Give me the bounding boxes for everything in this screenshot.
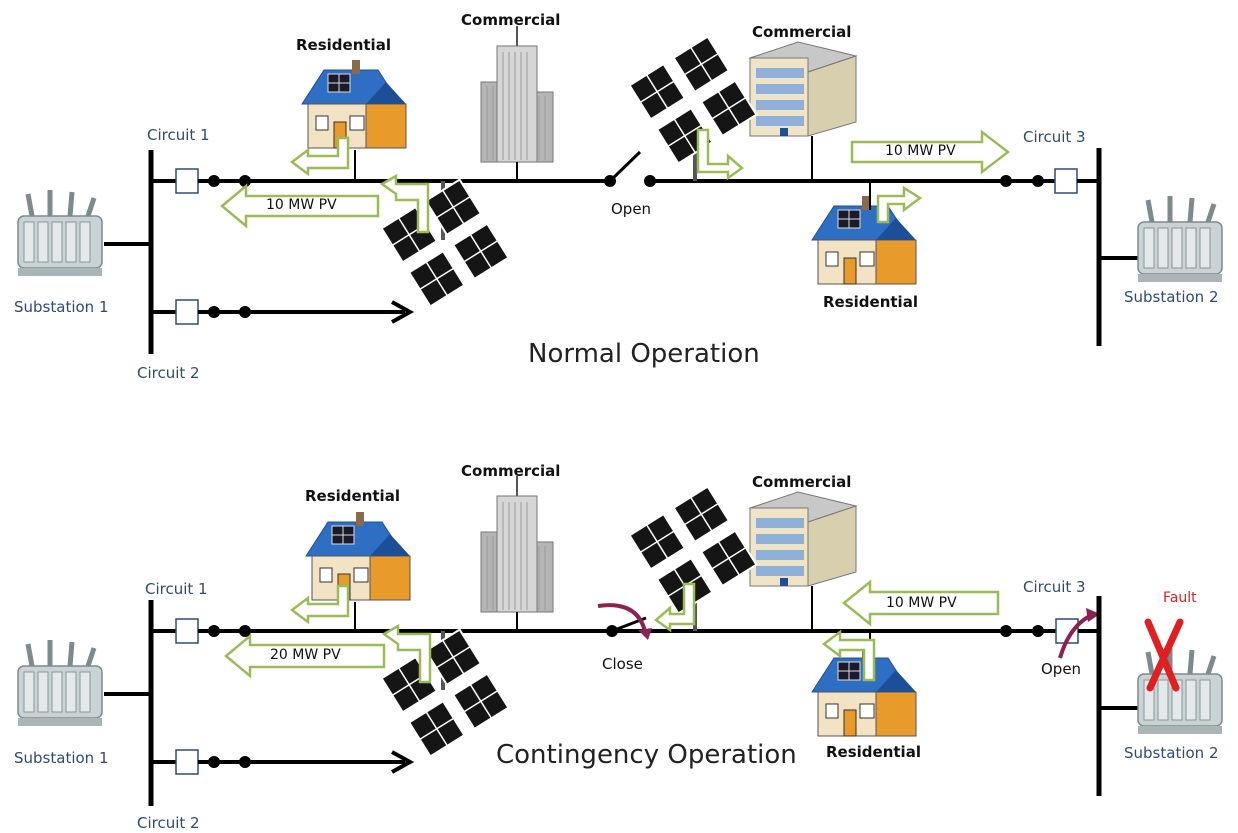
label-commercial: Commercial [752,23,852,41]
label-switch-state: Close [602,655,643,673]
flow-to-house-arrow [289,584,350,625]
pv-injection-arrow [653,582,696,633]
breaker-circuit-2 [175,749,199,775]
label-residential: Residential [305,487,400,505]
pv-injection-arrow [381,623,432,684]
label-pv-right: 10 MW PV [885,143,956,159]
substation-2-icon [1138,196,1222,282]
breaker-circuit-3 [1054,168,1078,194]
label-circuit-1: Circuit 1 [145,580,208,598]
substation-1-icon [18,190,102,276]
label-pv-right: 10 MW PV [886,595,957,611]
label-residential: Residential [823,293,918,311]
commercial-office-icon [749,491,857,587]
label-circuit-1: Circuit 1 [147,126,210,144]
label-commercial: Commercial [461,11,561,29]
house-export-arrow [821,629,876,682]
pv-flow-arrow-right [850,129,1011,175]
pv-injection-arrow [379,173,430,234]
label-breaker-state: Open [1041,660,1082,678]
commercial-tower-icon [480,475,554,613]
pv-flow-arrow-left [220,183,380,229]
breaker-circuit-1 [175,168,199,194]
breaker-circuit-1 [175,618,199,644]
label-substation-1: Substation 1 [14,298,109,316]
pv-flow-arrow-right [842,579,1000,627]
label-substation-2: Substation 2 [1124,744,1219,762]
label-residential: Residential [826,743,921,761]
label-pv-left: 10 MW PV [266,197,337,213]
commercial-tower-icon [480,25,554,163]
panel-title-contingency: Contingency Operation [496,740,797,770]
label-pv-left: 20 MW PV [270,647,341,663]
label-circuit-3: Circuit 3 [1023,128,1086,146]
normal-operation-panel [18,25,1222,354]
fault-x-icon [1144,618,1184,692]
pv-injection-arrow [696,128,745,181]
panel-title-normal: Normal Operation [528,339,760,369]
breaker-circuit-2 [175,299,199,325]
label-substation-2: Substation 2 [1124,288,1219,306]
pv-array-icon [628,35,758,165]
label-circuit-2: Circuit 2 [137,814,200,832]
label-circuit-3: Circuit 3 [1023,578,1086,596]
commercial-office-icon [749,41,857,137]
pv-flow-arrow-left [224,633,386,679]
label-fault: Fault [1163,590,1197,606]
house-export-arrow [876,185,923,224]
label-residential: Residential [296,36,391,54]
label-substation-1: Substation 1 [14,749,109,767]
label-circuit-2: Circuit 2 [137,364,200,382]
substation-1-icon [18,640,102,726]
residential-house-icon [811,195,917,285]
flow-to-house-arrow [289,136,350,177]
label-commercial: Commercial [752,473,852,491]
contingency-operation-panel [18,475,1222,806]
label-commercial: Commercial [461,462,561,480]
tie-switch-open [608,150,642,183]
residential-house-icon [301,59,407,149]
label-switch-state: Open [611,200,652,218]
residential-house-icon [305,511,411,601]
